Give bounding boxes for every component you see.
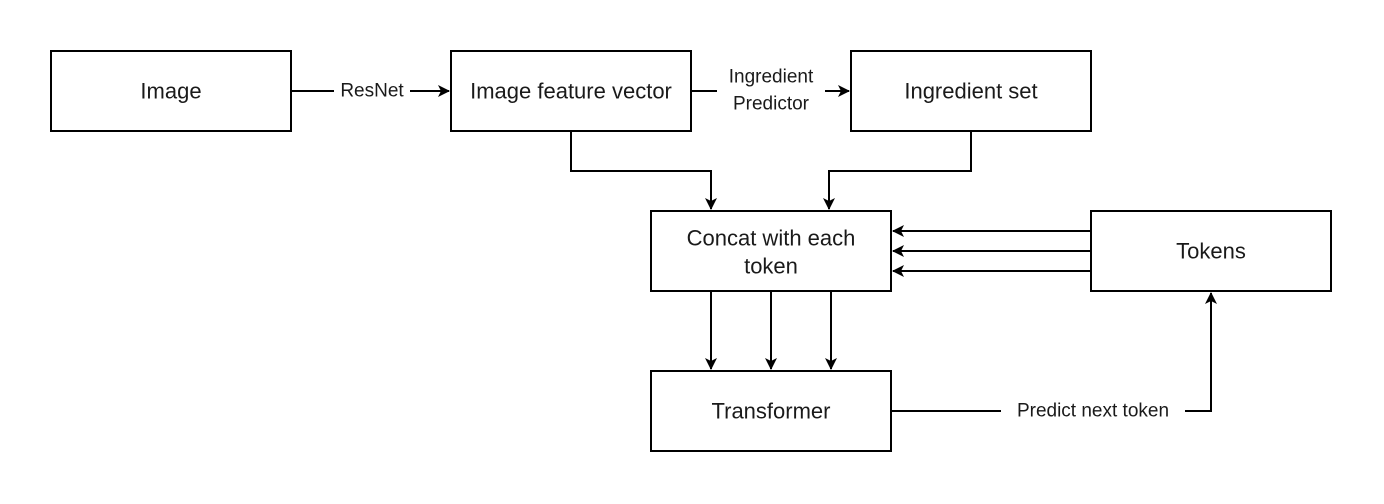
node-concat-label-line2: token xyxy=(744,254,798,279)
edge-transformer-to-tokens xyxy=(891,292,1217,412)
node-image-feature-vector-label: Image feature vector xyxy=(470,79,672,104)
edge-label-ingredient-predictor-line2: Predictor xyxy=(733,94,810,115)
edge-label-resnet: ResNet xyxy=(334,79,410,103)
node-ingredient-set-label: Ingredient set xyxy=(904,79,1037,104)
node-transformer-label: Transformer xyxy=(712,399,831,424)
node-tokens: Tokens xyxy=(1090,210,1332,292)
node-concat: Concat with each token xyxy=(650,210,892,292)
edge-label-predict-next-token-text: Predict next token xyxy=(1017,401,1169,422)
node-ingredient-set: Ingredient set xyxy=(850,50,1092,132)
edge-label-ingredient-predictor-line1: Ingredient xyxy=(729,67,814,88)
node-concat-label-line1: Concat with each xyxy=(687,226,856,251)
edge-label-resnet-text: ResNet xyxy=(340,81,404,102)
node-image: Image xyxy=(50,50,292,132)
edge-label-ingredient-predictor: Ingredient Predictor xyxy=(717,63,825,117)
edge-ingredient-set-to-concat xyxy=(823,131,972,210)
node-image-label: Image xyxy=(140,79,201,104)
edge-label-predict-next-token: Predict next token xyxy=(1001,399,1185,423)
node-image-feature-vector: Image feature vector xyxy=(450,50,692,132)
node-transformer: Transformer xyxy=(650,370,892,452)
edge-feature-vector-to-concat xyxy=(570,131,717,210)
node-tokens-label: Tokens xyxy=(1176,239,1246,264)
